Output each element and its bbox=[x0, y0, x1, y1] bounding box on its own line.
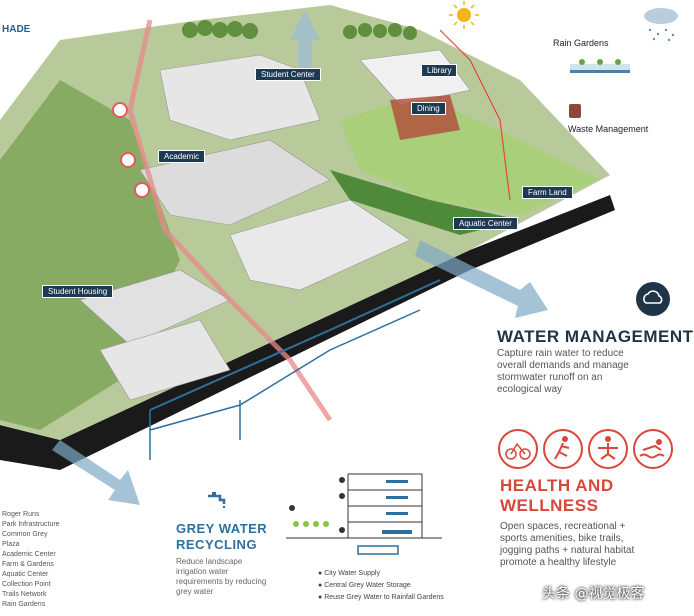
desc-line: requirements by reducing bbox=[176, 577, 267, 586]
health-desc: Open spaces, recreational + sports ameni… bbox=[500, 521, 690, 569]
rain-gardens-label: Rain Gardens bbox=[553, 38, 609, 48]
list-item: Plaza bbox=[2, 541, 20, 548]
health-title-line-1: HEALTH AND bbox=[500, 476, 614, 495]
health-title-line-2: WELLNESS bbox=[500, 496, 599, 515]
bottom-left-legend-list: Roger Runs Park Infrastructure Common Gr… bbox=[2, 510, 60, 610]
list-item: Park Infrastructure bbox=[2, 521, 60, 528]
rain-cloud-icon bbox=[640, 4, 682, 44]
desc-line: sports amenities, bike trails, bbox=[500, 533, 624, 544]
grey-water-title: GREY WATER RECYCLING bbox=[176, 521, 267, 553]
building-section-diagram bbox=[282, 468, 452, 566]
desc-line: grey water bbox=[176, 587, 214, 596]
library-building bbox=[359, 49, 471, 106]
desc-line: Capture rain water to reduce bbox=[497, 348, 624, 359]
grey-water-title-line-1: GREY WATER bbox=[176, 521, 268, 536]
grey-water-pipe bbox=[149, 279, 441, 411]
sun-icon bbox=[446, 0, 482, 30]
health-title: HEALTH AND WELLNESS bbox=[500, 476, 614, 516]
grey-water-desc: Reduce landscape irrigation water requir… bbox=[176, 557, 306, 597]
list-item: Trails Network bbox=[2, 591, 47, 598]
swimmer-icon bbox=[633, 429, 673, 469]
cloud-icon bbox=[636, 282, 670, 316]
tag-student-housing: Student Housing bbox=[42, 285, 114, 298]
trail-markers bbox=[112, 102, 150, 198]
tag-academic: Academic bbox=[158, 150, 206, 163]
section-legend-text: Reuse Grey Water to Rainfall Gardens bbox=[324, 594, 444, 601]
list-item: Common Grey bbox=[2, 531, 48, 538]
water-management-title: WATER MANAGEMENT bbox=[497, 327, 694, 346]
top-left-label: HADE bbox=[2, 24, 31, 35]
grey-water-pipe-lower bbox=[149, 309, 421, 431]
desc-line: Open spaces, recreational + bbox=[500, 521, 626, 532]
water-flow-arrow-bottom bbox=[52, 440, 140, 505]
water-up-arrow bbox=[290, 10, 320, 75]
section-legend-item-3: ● Reuse Grey Water to Rainfall Gardens bbox=[318, 594, 444, 601]
desc-line: jogging paths + natural habitat bbox=[500, 545, 635, 556]
tag-aquatic-center: Aquatic Center bbox=[453, 217, 518, 230]
desc-line: promote a healthy lifestyle bbox=[500, 557, 617, 568]
tag-dining: Dining bbox=[411, 102, 446, 115]
tap-icon bbox=[206, 490, 228, 509]
section-legend-item-1: ● City Water Supply bbox=[318, 570, 380, 577]
tag-library: Library bbox=[421, 64, 458, 77]
tag-student-center: Student Center bbox=[255, 68, 321, 81]
bicycle-icon bbox=[498, 429, 538, 469]
desc-line: irrigation water bbox=[176, 567, 229, 576]
aquatic-building bbox=[229, 199, 411, 291]
water-management-desc: Capture rain water to reduce overall dem… bbox=[497, 348, 687, 396]
waste-management-label: Waste Management bbox=[568, 124, 649, 134]
section-legend-item-2: ● Central Grey Water Storage bbox=[318, 582, 411, 589]
desc-line: overall demands and manage bbox=[497, 360, 629, 371]
waste-bin-icon bbox=[569, 104, 581, 118]
sun-arc bbox=[439, 29, 511, 201]
desc-line: ecological way bbox=[497, 384, 563, 395]
tag-farm-land: Farm Land bbox=[522, 186, 573, 199]
desc-line: stormwater runoff on an bbox=[497, 372, 603, 383]
health-icon-row bbox=[497, 428, 677, 472]
list-item: Aquatic Center bbox=[2, 571, 49, 578]
list-item: Rain Gardens bbox=[2, 601, 46, 608]
rain-garden-diagram bbox=[570, 52, 630, 78]
watermark: 头条 @视觉极客 bbox=[542, 586, 645, 602]
list-item: Academic Center bbox=[2, 551, 56, 558]
water-flow-arrow-right bbox=[415, 240, 548, 318]
list-item: Farm & Gardens bbox=[2, 561, 54, 568]
grey-water-title-line-2: RECYCLING bbox=[176, 537, 258, 552]
yoga-icon bbox=[588, 429, 628, 469]
list-item: Roger Runs bbox=[2, 511, 40, 518]
section-legend-text: City Water Supply bbox=[324, 570, 380, 577]
tree-row-top bbox=[182, 20, 417, 40]
list-item: Collection Point bbox=[2, 581, 51, 588]
housing-building-lower bbox=[99, 319, 231, 401]
section-legend-text: Central Grey Water Storage bbox=[324, 582, 411, 589]
desc-line: Reduce landscape bbox=[176, 557, 243, 566]
runner-icon bbox=[543, 429, 583, 469]
